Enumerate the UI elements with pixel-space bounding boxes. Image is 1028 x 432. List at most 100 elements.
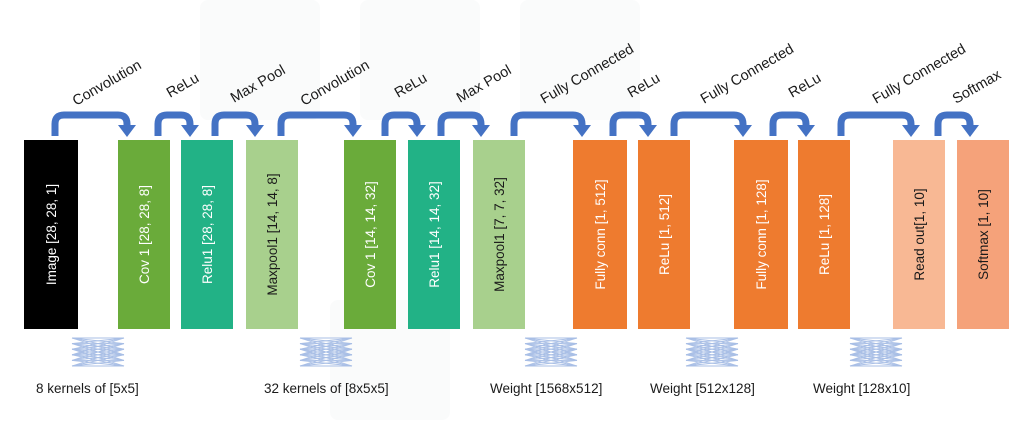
arrow-relu-4-path: [769, 111, 810, 136]
mesh-line: [685, 337, 739, 350]
layer-relu3: ReLu [1, 512]: [638, 140, 690, 329]
layer-readout-label: Read out[1, 10]: [912, 188, 927, 280]
mesh-line: [299, 343, 353, 356]
arrow-fully-connected-3: [837, 111, 920, 137]
mesh-line: [524, 337, 578, 356]
layer-softmax-block: [957, 140, 1009, 329]
arrow-fully-connected-2-head: [734, 125, 752, 137]
arrow-relu-1-head: [181, 125, 199, 137]
mesh-line: [71, 337, 125, 345]
layer-maxpool2: Maxpool1 [7, 7, 32]: [473, 140, 525, 329]
layer-image-block: [24, 140, 78, 329]
weight-label-fc2-weights: Weight [512x128]: [650, 381, 755, 396]
layer-fc2: Fully conn [1, 128]: [734, 140, 788, 329]
mesh-line: [685, 348, 739, 367]
layer-maxpool1-label: Maxpool1 [14, 14, 8]: [265, 173, 280, 295]
mesh-line: [849, 337, 903, 350]
layer-softmax-label: Softmax [1, 10]: [976, 189, 991, 280]
arrow-relu-3-path: [609, 111, 652, 136]
layer-relu2: Relu1 [14, 14, 32]: [408, 140, 460, 329]
mesh-line: [524, 337, 578, 350]
mesh-line: [299, 359, 353, 367]
layer-relu4-block: [798, 140, 850, 329]
mesh-line: [524, 348, 578, 367]
mesh-line: [299, 337, 353, 345]
layer-conv1: Cov 1 [28, 28, 8]: [118, 140, 170, 329]
arrow-fully-connected-1-head: [573, 125, 591, 137]
mesh-conv2-kernels: [299, 337, 353, 367]
mesh-line: [299, 348, 353, 361]
mesh-line: [849, 359, 903, 367]
arrow-fully-connected-3-head: [902, 125, 920, 137]
mesh-line: [299, 337, 353, 350]
layer-image-label: Image [28, 28, 1]: [44, 184, 59, 285]
arrow-relu-1: [154, 111, 199, 137]
arrow-maxpool-2: [437, 111, 490, 137]
mesh-fc1-weights: [524, 337, 578, 367]
mesh-line: [524, 343, 578, 361]
mesh-line: [71, 337, 125, 350]
mesh-line: [685, 343, 739, 356]
layer-relu2-block: [408, 140, 460, 329]
layer-maxpool1: Maxpool1 [14, 14, 8]: [246, 140, 298, 329]
weight-label-fc1-weights: Weight [1568x512]: [490, 381, 602, 396]
operation-arrows: [51, 111, 979, 137]
mesh-line: [685, 337, 739, 356]
op-label-fully-connected-2: Fully Connected: [698, 41, 797, 107]
mesh-line: [849, 348, 903, 367]
layer-relu1-label: Relu1 [28, 28, 8]: [200, 185, 215, 284]
arrow-convolution-1-path: [51, 111, 131, 136]
op-label-relu-1: ReLu: [164, 70, 202, 101]
layer-conv2-label: Cov 1 [14, 14, 32]: [363, 181, 378, 288]
arrow-softmax: [934, 111, 979, 137]
layer-maxpool1-block: [246, 140, 298, 329]
arrow-fully-connected-3-path: [837, 111, 915, 136]
mesh-fc2-weights: [685, 337, 739, 367]
weight-label-conv2-kernels: 32 kernels of [8x5x5]: [264, 381, 389, 396]
mesh-line: [849, 343, 903, 356]
mesh-line: [71, 337, 125, 356]
layer-conv2: Cov 1 [14, 14, 32]: [344, 140, 396, 329]
mesh-line: [299, 343, 353, 361]
mesh-line: [849, 343, 903, 361]
mesh-conv1-kernels: [71, 337, 125, 367]
mesh-line: [849, 337, 903, 356]
op-label-relu-4: ReLu: [786, 70, 824, 101]
layer-readout-block: [893, 140, 945, 329]
arrow-relu-1-path: [154, 111, 194, 136]
layer-maxpool2-label: Maxpool1 [7, 7, 32]: [492, 177, 507, 292]
layer-fc1: Fully conn [1, 512]: [573, 140, 627, 329]
arrow-fully-connected-1-path: [510, 111, 586, 136]
mesh-line: [524, 354, 578, 367]
arrow-convolution-1-head: [118, 125, 136, 137]
layer-fc2-block: [734, 140, 788, 329]
mesh-line: [849, 348, 903, 361]
arrow-maxpool-2-path: [437, 111, 485, 136]
mesh-line: [524, 343, 578, 356]
mesh-line: [685, 337, 739, 345]
arrow-maxpool-1-path: [211, 111, 259, 136]
arrow-relu-2-path: [381, 111, 421, 136]
arrow-fully-connected-2-path: [670, 111, 747, 136]
arrow-relu-2: [381, 111, 426, 137]
arrow-fully-connected-1: [510, 111, 591, 137]
layer-relu4: ReLu [1, 128]: [798, 140, 850, 329]
arrow-convolution-2: [277, 111, 362, 137]
arrow-convolution-2-head: [344, 125, 362, 137]
mesh-line: [71, 348, 125, 361]
layer-relu4-label: ReLu [1, 128]: [817, 194, 832, 275]
arrow-convolution-2-path: [277, 111, 357, 136]
op-label-convolution-1: Convolution: [70, 57, 144, 109]
layer-fc1-block: [573, 140, 627, 329]
arrow-fully-connected-2: [670, 111, 752, 137]
mesh-line: [685, 359, 739, 367]
layer-fc1-label: Fully conn [1, 512]: [593, 179, 608, 289]
mesh-line: [849, 354, 903, 367]
arrow-relu-4: [769, 111, 815, 137]
background-watermark: [200, 0, 640, 420]
arrow-convolution-1: [51, 111, 136, 137]
mesh-line: [71, 348, 125, 367]
layer-softmax: Softmax [1, 10]: [957, 140, 1009, 329]
layer-fc2-label: Fully conn [1, 128]: [754, 179, 769, 289]
